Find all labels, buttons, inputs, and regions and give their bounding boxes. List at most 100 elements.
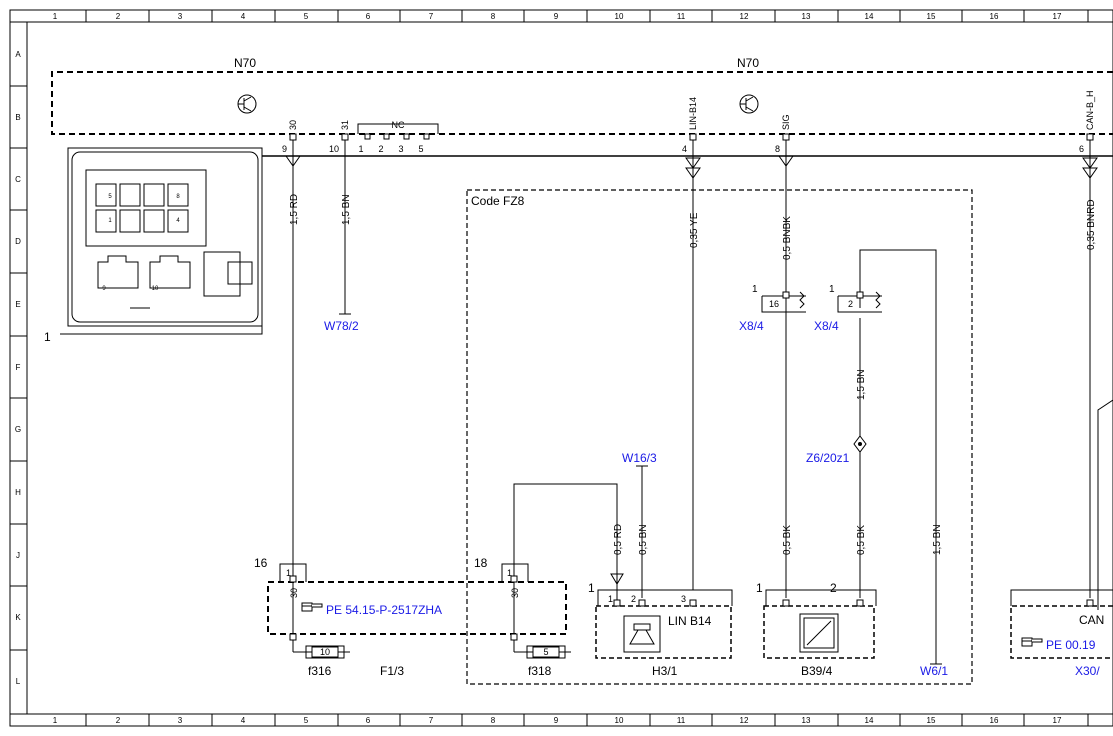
col-label: 13 — [802, 12, 811, 21]
col-label: 17 — [1053, 12, 1062, 21]
h31-pin: 3 — [681, 594, 686, 604]
pin-number: 8 — [775, 144, 780, 154]
fuse-number: 5 — [543, 647, 548, 657]
row-label: F — [16, 363, 21, 372]
fuse-number: 10 — [320, 647, 330, 657]
connector-face-view — [60, 147, 1113, 335]
transistor-icon — [739, 94, 759, 114]
fuse-box-left: 1 1 30 30 16 18 10 5 f316 f318 F1/3 — [254, 556, 571, 678]
col-label: 8 — [491, 12, 496, 21]
ref-x30[interactable]: X30/ — [1075, 664, 1100, 678]
connector-pins: 30 31 NC LIN-B14 SIG CAN-B_H 9 10 1 2 3 … — [282, 90, 1095, 154]
socket-label: 10 — [152, 286, 159, 292]
col-label: 9 — [554, 716, 559, 725]
column-labels-bottom: 1 2 3 4 5 6 7 8 9 10 11 12 13 14 15 16 1… — [53, 716, 1062, 725]
grid-ticks — [10, 10, 1089, 726]
col-label: 7 — [429, 12, 434, 21]
h31-box-number: 1 — [588, 581, 595, 595]
h31-pin: 2 — [631, 594, 636, 604]
pin-number: 3 — [398, 144, 403, 154]
wires — [285, 140, 1098, 665]
x84-pin-number: 16 — [769, 299, 779, 309]
reference-links: W78/2 X8/4 X8/4 W16/3 Z6/20z1 PE 54.15-P… — [324, 319, 1100, 678]
col-label: 7 — [429, 716, 434, 725]
x84-side-label: 1 — [752, 284, 758, 295]
pin-label-lin: LIN-B14 — [688, 97, 698, 130]
col-label: 5 — [304, 716, 309, 725]
col-label: 2 — [116, 12, 121, 21]
connector-face-labels: 5 8 1 4 9 10 — [102, 194, 180, 292]
row-label: L — [16, 677, 21, 686]
b394-box-number: 1 — [756, 581, 763, 595]
pointing-hand-icon — [301, 602, 323, 612]
col-label: 9 — [554, 12, 559, 21]
fuse-box-label: F1/3 — [380, 664, 404, 678]
wire-label: 1,5 BN — [341, 194, 352, 225]
ref-pe-left[interactable]: PE 54.15-P-2517ZHA — [326, 603, 442, 617]
row-label: K — [15, 613, 21, 622]
ref-x84b[interactable]: X8/4 — [814, 319, 839, 333]
row-label: A — [15, 50, 21, 59]
wire-label: 0,5 BN — [638, 524, 649, 555]
wire-label: 0,5 BK — [782, 525, 793, 555]
h31-label: H3/1 — [652, 664, 678, 678]
fuse-pin: 1 — [286, 568, 291, 578]
col-label: 17 — [1053, 716, 1062, 725]
fuse-label: f318 — [528, 664, 552, 678]
h31-pin: 1 — [608, 594, 613, 604]
row-label: B — [15, 113, 20, 122]
col-label: 1 — [53, 716, 58, 725]
socket-label: 4 — [176, 218, 180, 224]
x84-pin-labels: 1 16 1 2 — [752, 284, 853, 309]
pin-label-31: 31 — [340, 120, 350, 130]
pin-label-30: 30 — [288, 120, 298, 130]
h31-component: 1 1 2 3 LIN B14 H3/1 — [588, 572, 733, 678]
pin-label-can: CAN-B_H — [1085, 90, 1095, 130]
x84-connectors — [761, 291, 882, 313]
wire-label: 1,5 RD — [289, 194, 300, 225]
col-label: 4 — [241, 716, 246, 725]
ref-pe-right[interactable]: PE 00.19 — [1046, 638, 1096, 652]
col-label: 14 — [865, 716, 874, 725]
pin-number: 9 — [282, 144, 287, 154]
col-label: 6 — [366, 716, 371, 725]
b394-label: B39/4 — [801, 664, 833, 678]
code-box-label: Code FZ8 — [471, 194, 525, 208]
ref-x84a[interactable]: X8/4 — [739, 319, 764, 333]
col-label: 1 — [53, 12, 58, 21]
transistor-icon — [237, 94, 257, 114]
col-label: 12 — [740, 716, 749, 725]
col-label: 2 — [116, 716, 121, 725]
col-label: 6 — [366, 12, 371, 21]
sensor-icon — [799, 613, 839, 653]
fuse-position: 16 — [254, 556, 268, 570]
horn-icon — [623, 615, 661, 653]
wire-label: 0,35 YE — [689, 212, 700, 248]
connector-item-number: 1 — [44, 330, 51, 344]
frame — [9, 9, 1113, 727]
ref-w78[interactable]: W78/2 — [324, 319, 359, 333]
row-label: J — [16, 551, 20, 560]
pin-label-nc: NC — [392, 120, 405, 130]
ref-w163[interactable]: W16/3 — [622, 451, 657, 465]
wire-label: 1,5 BN — [856, 369, 867, 400]
col-label: 8 — [491, 716, 496, 725]
col-label: 14 — [865, 12, 874, 21]
row-label: E — [15, 300, 20, 309]
col-label: 12 — [740, 12, 749, 21]
pin-number: 5 — [418, 144, 423, 154]
ref-z620[interactable]: Z6/20z1 — [806, 451, 850, 465]
b394-component: 1 2 B39/4 — [756, 581, 877, 678]
pointing-hand-icon — [1021, 637, 1043, 647]
pin-number: 6 — [1079, 144, 1084, 154]
row-label: G — [15, 425, 21, 434]
socket-label: 5 — [108, 194, 112, 200]
ref-w61[interactable]: W6/1 — [920, 664, 948, 678]
x84-side-label: 1 — [829, 284, 835, 295]
n70-label: N70 — [234, 56, 256, 70]
fuse-pin: 30 — [289, 588, 299, 598]
row-label: H — [15, 488, 21, 497]
row-label: C — [15, 175, 21, 184]
h31-text: LIN B14 — [668, 614, 712, 628]
